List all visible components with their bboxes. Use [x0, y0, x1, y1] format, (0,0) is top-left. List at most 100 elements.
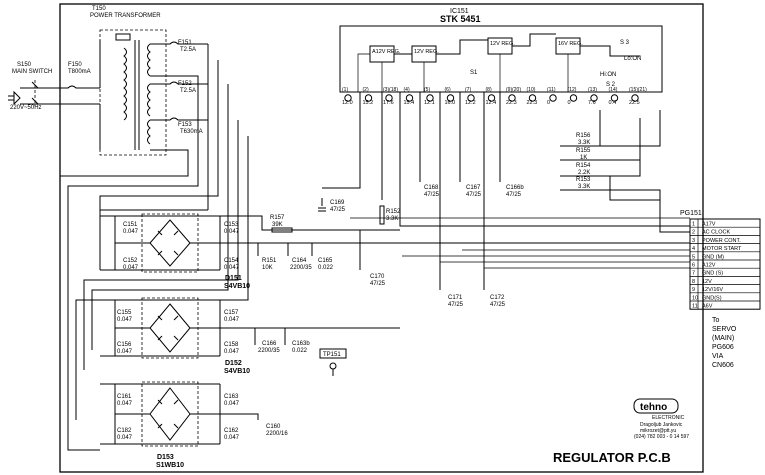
- ic-pin-voltage: 15.4: [404, 100, 415, 106]
- ic-pin: [364, 94, 373, 102]
- bridge-d153-part: S1WB10: [156, 462, 184, 469]
- ic-part: STK 5451: [440, 14, 481, 24]
- cap-c172-ref: C172: [490, 295, 505, 301]
- cap-c166b-ref: C166b: [506, 185, 524, 191]
- res-r157-ref: R157: [270, 215, 285, 221]
- ic-pin-voltage: 0: [568, 100, 571, 106]
- reg-12v-b: 12V REG.: [490, 41, 515, 47]
- connector-pin-number: 8: [692, 279, 695, 285]
- reg-16v: 16V REG.: [558, 41, 583, 47]
- cap-c168-value: 47/25: [424, 192, 440, 198]
- switch-name: MAIN SWITCH: [12, 69, 52, 75]
- connector-pin-number: 1: [692, 222, 695, 228]
- res-r151-value: 10K: [262, 265, 273, 271]
- fuse-f153-value: T630mA: [180, 129, 203, 135]
- watermark-line3: (024) 782 003 - 0 14 597: [634, 434, 689, 440]
- cap-c154-ref: C154: [224, 258, 239, 264]
- cap-c170-ref: C170: [370, 274, 385, 280]
- ic-pin: [508, 94, 516, 102]
- cap-c156-ref: C156: [117, 342, 132, 348]
- filter-row-1: R157 39K R151 10K C164 2200/35 C165 0.02…: [220, 215, 690, 271]
- ic-ref: IC151: [450, 8, 469, 15]
- cap-c164-value: 2200/35: [290, 265, 312, 271]
- filter-row-2: C166 2200/35 C163b 0.022: [220, 327, 400, 354]
- dest-line-4: PG606: [712, 344, 734, 351]
- transformer-ref: T150: [92, 6, 106, 12]
- bridge-d151-part: S4VB10: [224, 283, 250, 290]
- res-r156-ref: R156: [576, 133, 591, 139]
- ic-pin-voltage: 17.6: [383, 100, 394, 106]
- ic-pin-voltage: 16.0: [445, 100, 456, 106]
- supply-label: 220V~50Hz: [10, 105, 42, 111]
- dest-line-5: VIA: [712, 353, 724, 360]
- ic-pin-number: (10): [527, 87, 536, 93]
- cap-c169-value: 47/25: [330, 207, 346, 213]
- fuse-f151-value: T2.5A: [180, 47, 196, 53]
- cap-c166b-value: 47/25: [506, 192, 522, 198]
- cap-c167-value: 47/25: [466, 192, 482, 198]
- cap-c165-ref: C165: [318, 258, 333, 264]
- dest-line-3: (MAIN): [712, 335, 734, 342]
- dest-line-2: SERVO: [712, 326, 737, 333]
- connector-pin-label: 12V: [702, 279, 712, 285]
- plug-symbol: [8, 90, 21, 106]
- fuse-f153-ref: F153: [178, 122, 192, 128]
- bridge-d152-part: S4VB10: [224, 368, 250, 375]
- cap-c168-ref: C168: [424, 185, 439, 191]
- connector-pin-number: 5: [692, 254, 695, 260]
- cap-c158-value: 0.047: [224, 349, 240, 355]
- ic-pin-voltage: 12.0: [342, 100, 353, 106]
- connector-pin-number: 9: [692, 287, 695, 293]
- ic-pin: [344, 94, 352, 102]
- cap-c153-ref: C153: [224, 222, 239, 228]
- switch-s3: S 3: [620, 40, 630, 46]
- connector-pin-label: 12V/16V: [702, 287, 723, 293]
- connector-pin-number: 10: [692, 295, 698, 301]
- ic-pin: [631, 94, 639, 102]
- bridge-d153-ref: D153: [157, 454, 174, 461]
- cap-c164-ref: C164: [292, 258, 307, 264]
- ic-pin-number: (12): [568, 87, 577, 93]
- ic-pin: [590, 94, 598, 102]
- cap-c163b-ref: C163b: [292, 341, 310, 347]
- connector-pin-number: 6: [692, 263, 695, 269]
- dest-line-6: CN606: [712, 362, 734, 369]
- filter-row-3: C160 2200/16: [220, 413, 288, 437]
- connector-pin-label: GND (S): [702, 271, 723, 277]
- ic-pin-voltage: 22.5: [629, 100, 640, 106]
- cap-c163-value: 0.047: [224, 401, 240, 407]
- ic-pin-number: (1): [342, 87, 348, 93]
- cap-c169-ref: C169: [330, 200, 345, 206]
- ic-pin: [549, 94, 557, 102]
- destination-note: To SERVO (MAIN) PG606 VIA CN606: [712, 317, 737, 369]
- secondary-wiring: [60, 44, 249, 451]
- ic-pin-voltage: 0: [547, 100, 550, 106]
- cap-c167-ref: C167: [466, 185, 481, 191]
- ic-pin-number: (11): [547, 87, 556, 93]
- ic-pin-voltage: 12.4: [486, 100, 497, 106]
- ic-pin: [569, 94, 578, 102]
- secondary-winding-2: [147, 83, 151, 117]
- switch-s2: S 2: [606, 82, 616, 88]
- cap-c155-ref: C155: [117, 310, 132, 316]
- res-r155-value: 1K: [580, 155, 587, 161]
- fuse-f152-value: T2.5A: [180, 88, 196, 94]
- ic-pin: [487, 94, 496, 102]
- ic-pin: [528, 94, 537, 102]
- res-r154-value: 2.2K: [578, 170, 590, 176]
- cap-c156-value: 0.047: [117, 349, 133, 355]
- cap-c157-value: 0.047: [224, 317, 240, 323]
- cap-c162-value: 0.047: [224, 435, 240, 441]
- ic-pin-voltage: 22.3: [506, 100, 517, 106]
- cap-c182-value: 0.047: [117, 435, 133, 441]
- fuse-f150: F150 T800mA: [60, 40, 101, 150]
- main-switch-block: S150 MAIN SWITCH 220V~50Hz: [8, 62, 60, 111]
- cap-c163-ref: C163: [224, 394, 239, 400]
- res-r153-value: 3.3K: [578, 184, 590, 190]
- test-point: TP151: [319, 348, 347, 376]
- connector-pin-label: MOTOR START: [702, 246, 742, 252]
- testpoint-label: TP151: [323, 352, 341, 358]
- res-r154-ref: R154: [576, 163, 591, 169]
- connector-pin-number: 7: [692, 271, 695, 277]
- ic-pin-number: (8): [486, 87, 492, 93]
